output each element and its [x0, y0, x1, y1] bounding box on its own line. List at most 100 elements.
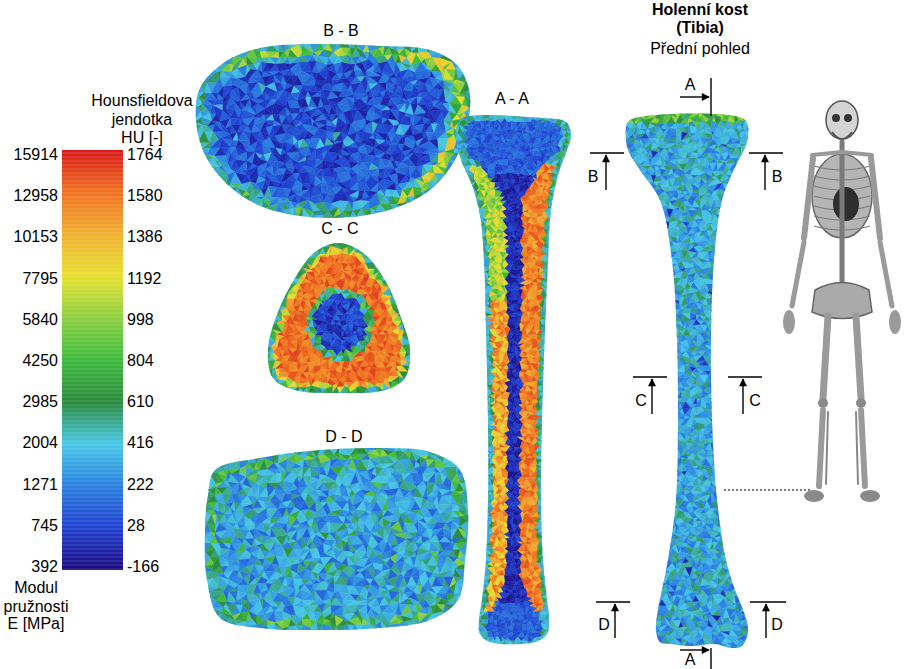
- cross-section: [457, 48, 465, 57]
- cross-section: [314, 34, 323, 41]
- cross-section: [259, 36, 267, 45]
- cross-section: [298, 34, 314, 36]
- cross-section: [456, 167, 465, 173]
- cross-section: [232, 196, 243, 200]
- cross-section: [361, 223, 377, 226]
- cross-section: [358, 37, 368, 46]
- cross-section: [229, 197, 238, 202]
- cross-section: [385, 214, 390, 221]
- cross-section: [287, 223, 322, 225]
- cross-section: [191, 80, 200, 87]
- cross-section: [473, 94, 477, 103]
- cross-section: [226, 50, 233, 59]
- cross-section: [242, 202, 250, 211]
- cross-section: [210, 63, 219, 72]
- cross-section: [298, 34, 302, 45]
- cross-section: [400, 208, 409, 218]
- cross-section: [247, 35, 258, 43]
- cross-section: [438, 180, 450, 188]
- colorbar: [62, 150, 123, 570]
- cross-section: [207, 57, 213, 65]
- cross-section: [470, 86, 477, 94]
- cross-section: [395, 208, 400, 217]
- cross-section: [260, 235, 417, 400]
- cross-section: [228, 188, 237, 198]
- cross-section: [373, 36, 387, 38]
- cross-section: [194, 148, 200, 156]
- cross-section: [373, 36, 404, 38]
- cross-section: [457, 55, 465, 62]
- cross-section: [193, 75, 202, 84]
- cross-section: [447, 48, 452, 54]
- cross-section: [469, 75, 478, 86]
- cross-section: [310, 216, 314, 224]
- cross-section: [222, 184, 228, 189]
- cross-section: [298, 34, 310, 45]
- cross-section: [390, 214, 398, 221]
- cross-section: [217, 188, 224, 197]
- cross-section: [470, 89, 477, 98]
- cross-section: [412, 202, 419, 212]
- cross-section: [309, 34, 322, 43]
- cross-section: [202, 68, 210, 76]
- cross-section: [226, 44, 238, 50]
- cross-section: [430, 193, 436, 204]
- cross-section: [263, 36, 271, 45]
- cross-section: [252, 210, 261, 216]
- cross-section: [283, 36, 292, 42]
- cross-section: [303, 217, 313, 223]
- cross-section: [370, 217, 378, 223]
- cross-section: [458, 55, 466, 65]
- cross-section: [242, 203, 248, 214]
- cross-section: [261, 210, 268, 217]
- cross-section: [222, 50, 227, 59]
- cross-section: [473, 75, 478, 94]
- cross-section: [431, 34, 441, 44]
- cross-section: [438, 43, 446, 51]
- cross-section: [218, 52, 226, 62]
- cross-section: [285, 215, 292, 224]
- cross-section: [433, 193, 442, 204]
- cross-section: [452, 58, 458, 62]
- cross-section: [261, 216, 268, 222]
- cross-section: [186, 33, 479, 226]
- cross-section: [201, 64, 209, 69]
- cross-section: [431, 43, 441, 51]
- cross-section: [464, 55, 471, 65]
- cross-section: [247, 38, 258, 43]
- cross-section: [465, 65, 473, 73]
- cross-section: [282, 215, 287, 224]
- cross-section: [198, 159, 207, 170]
- cross-section: [287, 221, 313, 224]
- cross-section: [450, 176, 459, 182]
- cross-section: [188, 75, 192, 90]
- cross-section: [199, 68, 209, 75]
- cross-section: [364, 36, 373, 44]
- cross-section: [421, 36, 428, 41]
- cross-section: [266, 34, 298, 36]
- cross-section: [450, 167, 458, 176]
- cross-section: [421, 193, 432, 205]
- cross-section: [441, 41, 447, 52]
- cross-section: [232, 49, 242, 58]
- cross-section: [198, 165, 208, 177]
- cross-section: [268, 213, 275, 220]
- cross-section: [287, 221, 303, 224]
- cross-section: [434, 186, 446, 198]
- cross-section: [387, 36, 404, 39]
- cross-section: [398, 208, 402, 218]
- cross-section: [365, 216, 372, 223]
- cross-section: [224, 197, 232, 203]
- cross-section: [202, 172, 214, 182]
- cross-section: [377, 219, 384, 226]
- cross-section: [258, 210, 263, 217]
- cross-section: [309, 34, 313, 43]
- cross-section: [433, 186, 442, 198]
- cross-section: [452, 48, 459, 58]
- cross-section: [198, 161, 208, 170]
- cross-section: [367, 36, 375, 44]
- cross-section: [238, 196, 243, 203]
- cross-section: [200, 154, 207, 161]
- cross-section: [379, 212, 387, 221]
